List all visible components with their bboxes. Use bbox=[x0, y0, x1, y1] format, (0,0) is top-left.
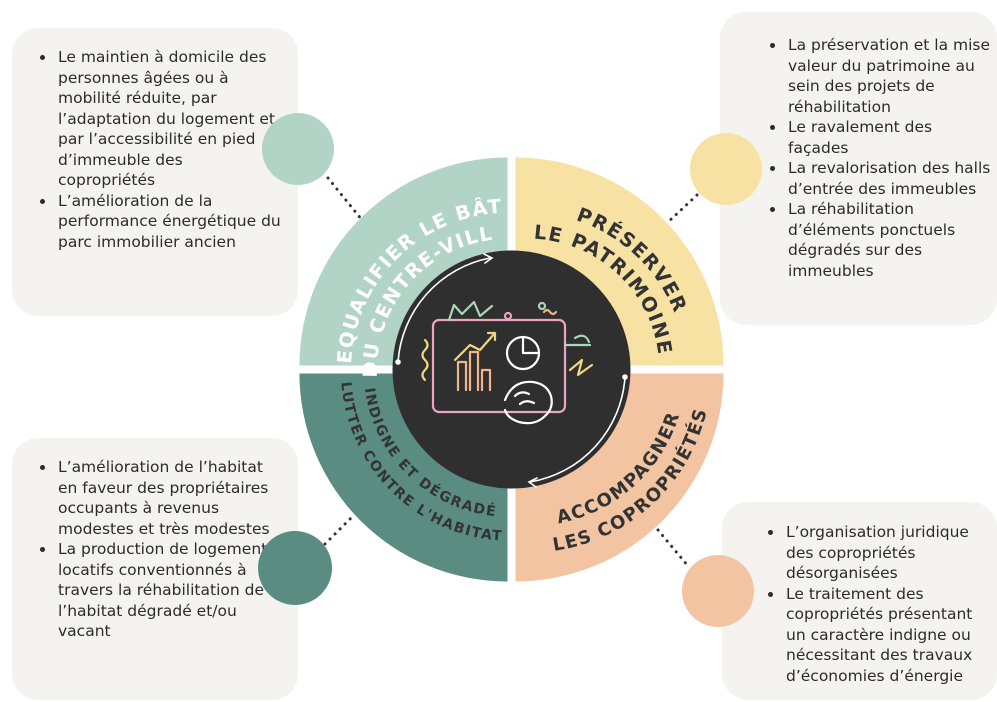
planning-illustration-icon bbox=[421, 300, 594, 425]
card-top-left: Le maintien à domicile des personnes âgé… bbox=[12, 28, 298, 316]
list-item: L’amélioration de l’habitat en faveur de… bbox=[40, 457, 284, 539]
decorative-circle-tl bbox=[262, 113, 334, 185]
card-bottom-right: L’organisation juridique des copropriété… bbox=[722, 502, 997, 700]
center-circle bbox=[392, 250, 631, 489]
card-bottom-right-list: L’organisation juridique des copropriété… bbox=[762, 522, 993, 686]
connector-dots-bl bbox=[323, 515, 354, 546]
card-bottom-left-list: L’amélioration de l’habitat en faveur de… bbox=[34, 457, 284, 642]
decorative-circle-tr bbox=[690, 133, 762, 205]
list-item: Le traitement des copropriétés présentan… bbox=[768, 584, 993, 687]
list-item: Le ravalement des façades bbox=[770, 117, 993, 158]
list-item: L’organisation juridique des copropriété… bbox=[768, 522, 993, 584]
cycle-arrows bbox=[395, 253, 628, 488]
list-item: Le maintien à domicile des personnes âgé… bbox=[40, 47, 284, 191]
list-item: L’amélioration de la performance énergét… bbox=[40, 191, 284, 253]
card-bottom-left: L’amélioration de l’habitat en faveur de… bbox=[12, 438, 298, 700]
connector-dots-tr bbox=[664, 193, 699, 226]
card-top-right-list: La préservation et la mise valeur du pat… bbox=[764, 35, 993, 281]
list-item: La revalorisation des halls d’entrée des… bbox=[770, 158, 993, 199]
connector-dots-tl bbox=[326, 176, 364, 222]
decorative-circle-bl bbox=[258, 531, 332, 605]
connector-dots-br bbox=[656, 528, 690, 568]
decorative-circle-br bbox=[682, 555, 754, 627]
list-item: La préservation et la mise valeur du pat… bbox=[770, 35, 993, 117]
list-item: La production de logements locatifs conv… bbox=[40, 539, 284, 642]
card-top-left-list: Le maintien à domicile des personnes âgé… bbox=[34, 47, 284, 252]
list-item: La réhabilitation d’éléments ponctuels d… bbox=[770, 199, 993, 281]
card-top-right: La préservation et la mise valeur du pat… bbox=[720, 12, 997, 325]
